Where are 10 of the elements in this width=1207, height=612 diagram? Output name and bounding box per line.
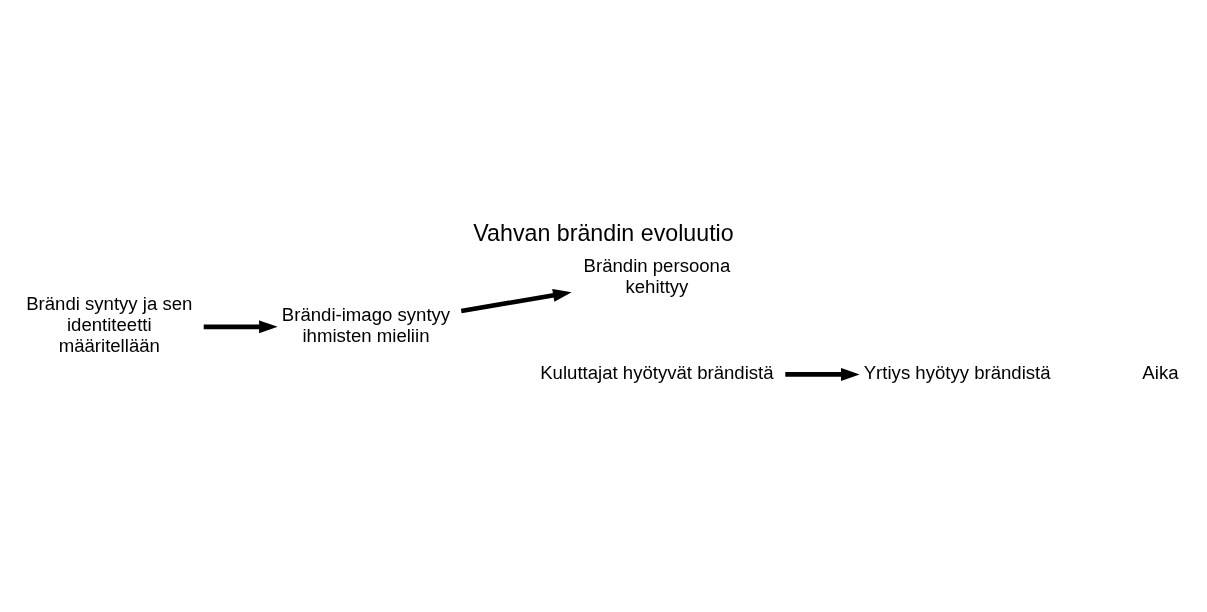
- node-text: Brändi-imago syntyy ihmisten mieliin: [281, 303, 451, 346]
- node-text: Brändi syntyy ja sen identiteetti määritellään: [26, 292, 193, 356]
- node-text: Kuluttajat hyötyvät brändistä: [540, 361, 774, 383]
- node-text: Brändin persoona kehittyy: [583, 254, 731, 297]
- arrow: [785, 367, 860, 381]
- diagram-title: Vahvan brändin evoluutio: [473, 219, 734, 246]
- node-text: Yrtiys hyötyy brändistä: [863, 361, 1051, 383]
- label: Aika: [1142, 361, 1179, 383]
- arrow: [203, 319, 278, 333]
- arrow: [460, 288, 572, 313]
